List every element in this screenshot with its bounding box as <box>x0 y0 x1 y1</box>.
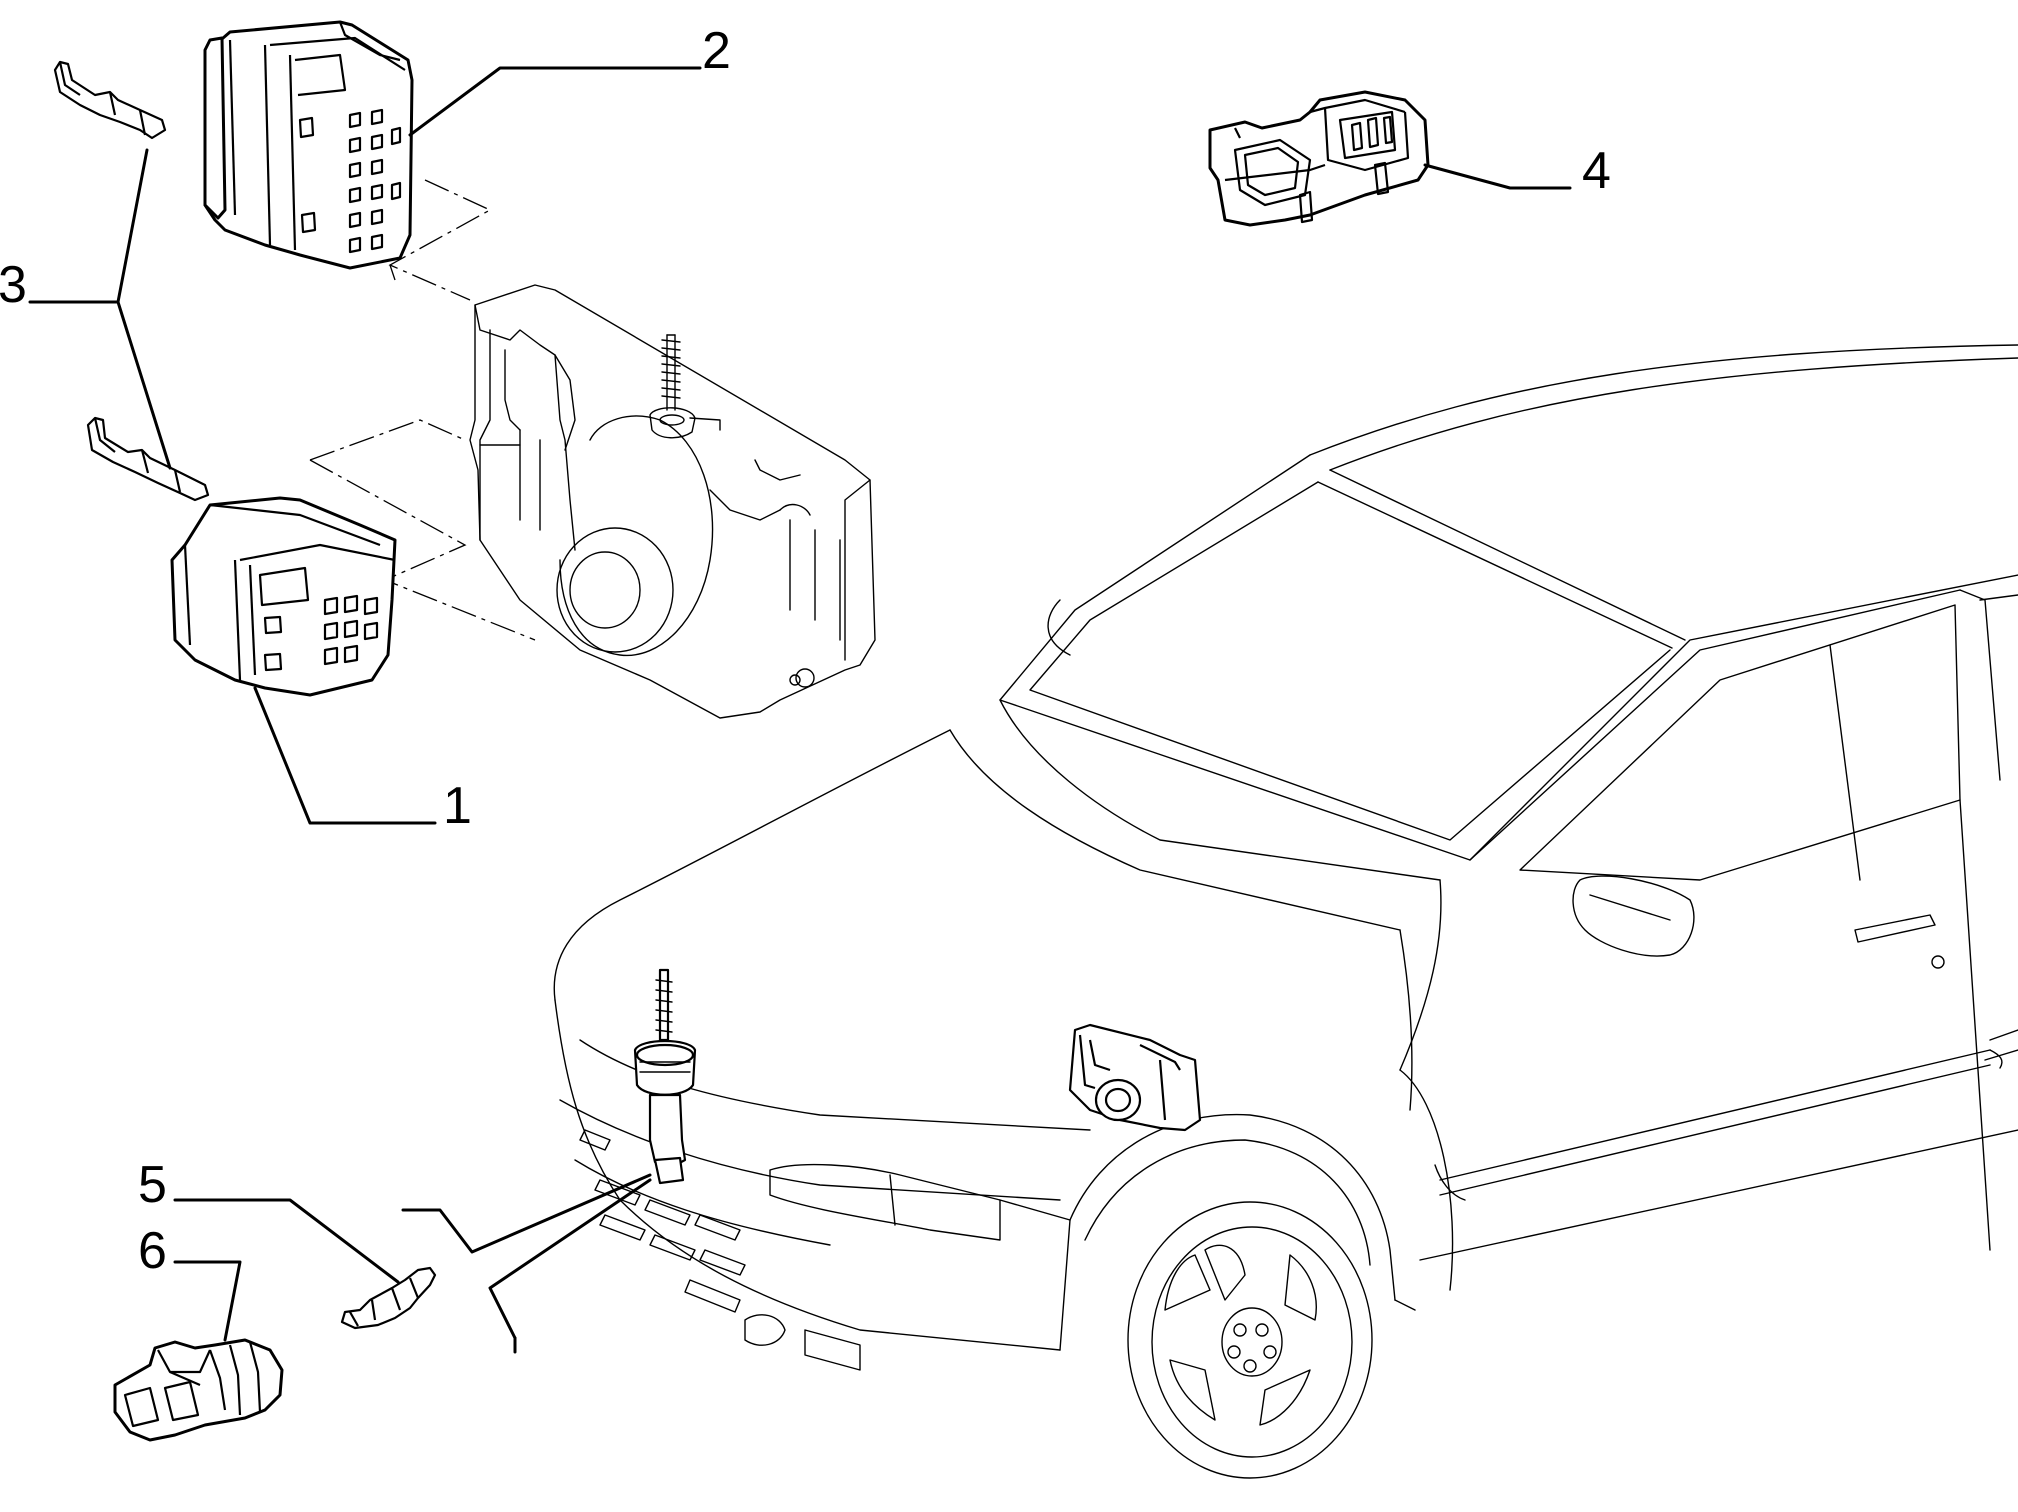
front-wheel <box>1127 1201 1373 1479</box>
leader-1 <box>253 686 437 825</box>
pin-grid <box>348 108 402 254</box>
leader-5 <box>173 1198 400 1284</box>
connector-part-6 <box>113 1338 284 1442</box>
terminal-part-5 <box>340 1266 437 1330</box>
horn-on-car <box>1068 1023 1202 1132</box>
leader-sensor-b <box>488 1178 652 1340</box>
grille-slots <box>579 1129 746 1313</box>
leader-6 <box>173 1260 242 1342</box>
callout-labels: 1 2 3 4 5 6 <box>0 22 1611 1280</box>
callout-2: 2 <box>702 22 731 80</box>
callout-1: 1 <box>443 777 472 835</box>
height-sensor-on-car <box>633 968 697 1185</box>
phantom-connection-lines <box>309 179 536 641</box>
horn-assembly-phantom <box>469 284 876 719</box>
leader-lines <box>28 66 1572 1354</box>
leader-2 <box>408 66 702 137</box>
callout-3: 3 <box>0 256 27 314</box>
connector-part-4 <box>1208 90 1430 227</box>
connector-part-2 <box>203 20 414 270</box>
car-outline <box>553 344 2018 1479</box>
callout-5: 5 <box>138 1156 167 1214</box>
callout-4: 4 <box>1582 142 1611 200</box>
connector-part-1 <box>170 496 397 697</box>
leader-sensor-a <box>401 1173 652 1254</box>
leader-4 <box>1423 163 1572 190</box>
terminal-part-3-top <box>53 60 167 140</box>
callout-6: 6 <box>138 1222 167 1280</box>
pin-grid <box>323 594 379 666</box>
terminal-part-3-bottom <box>86 416 210 502</box>
